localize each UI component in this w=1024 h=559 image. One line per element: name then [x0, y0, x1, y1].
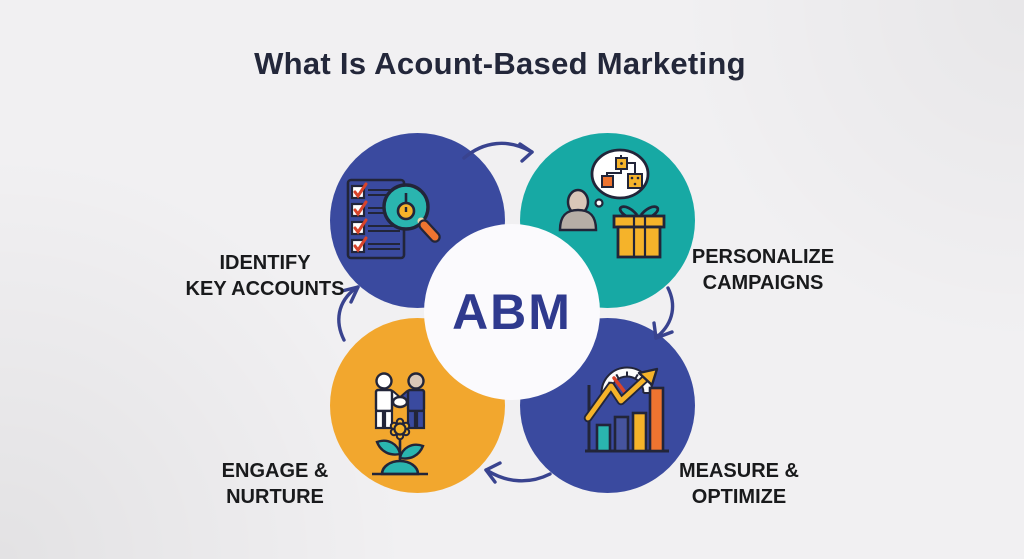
flow-arrow-top — [462, 141, 534, 163]
step-label-line: KEY ACCOUNTS — [185, 278, 345, 300]
growth-chart-gauge-icon — [583, 366, 669, 453]
step-label-personalize: PERSONALIZE CAMPAIGNS — [643, 244, 883, 296]
flow-arrow-left — [337, 285, 360, 342]
step-label-line: MEASURE & — [678, 460, 799, 482]
step-label-line: NURTURE — [226, 486, 324, 508]
page-title: What Is Acount-Based Marketing — [254, 46, 746, 81]
abm-label: ABM — [452, 284, 572, 340]
step-label-engage: ENGAGE & NURTURE — [155, 458, 395, 510]
step-label-measure: MEASURE & OPTIMIZE — [619, 458, 859, 510]
step-label-line: OPTIMIZE — [691, 486, 787, 508]
flow-arrow-bottom — [484, 461, 552, 484]
checklist-magnifier-icon — [346, 178, 441, 260]
person-idea-gift-icon — [558, 148, 666, 259]
step-label-line: PERSONALIZE — [691, 246, 835, 268]
flow-arrow-right — [652, 286, 675, 340]
handshake-plant-icon — [372, 372, 428, 476]
step-label-line: CAMPAIGNS — [702, 272, 824, 294]
step-label-line: ENGAGE & — [221, 460, 329, 482]
step-label-line: IDENTIFY — [219, 252, 311, 274]
step-label-identify: IDENTIFY KEY ACCOUNTS — [145, 250, 385, 302]
abm-center-circle: ABM — [424, 224, 600, 400]
